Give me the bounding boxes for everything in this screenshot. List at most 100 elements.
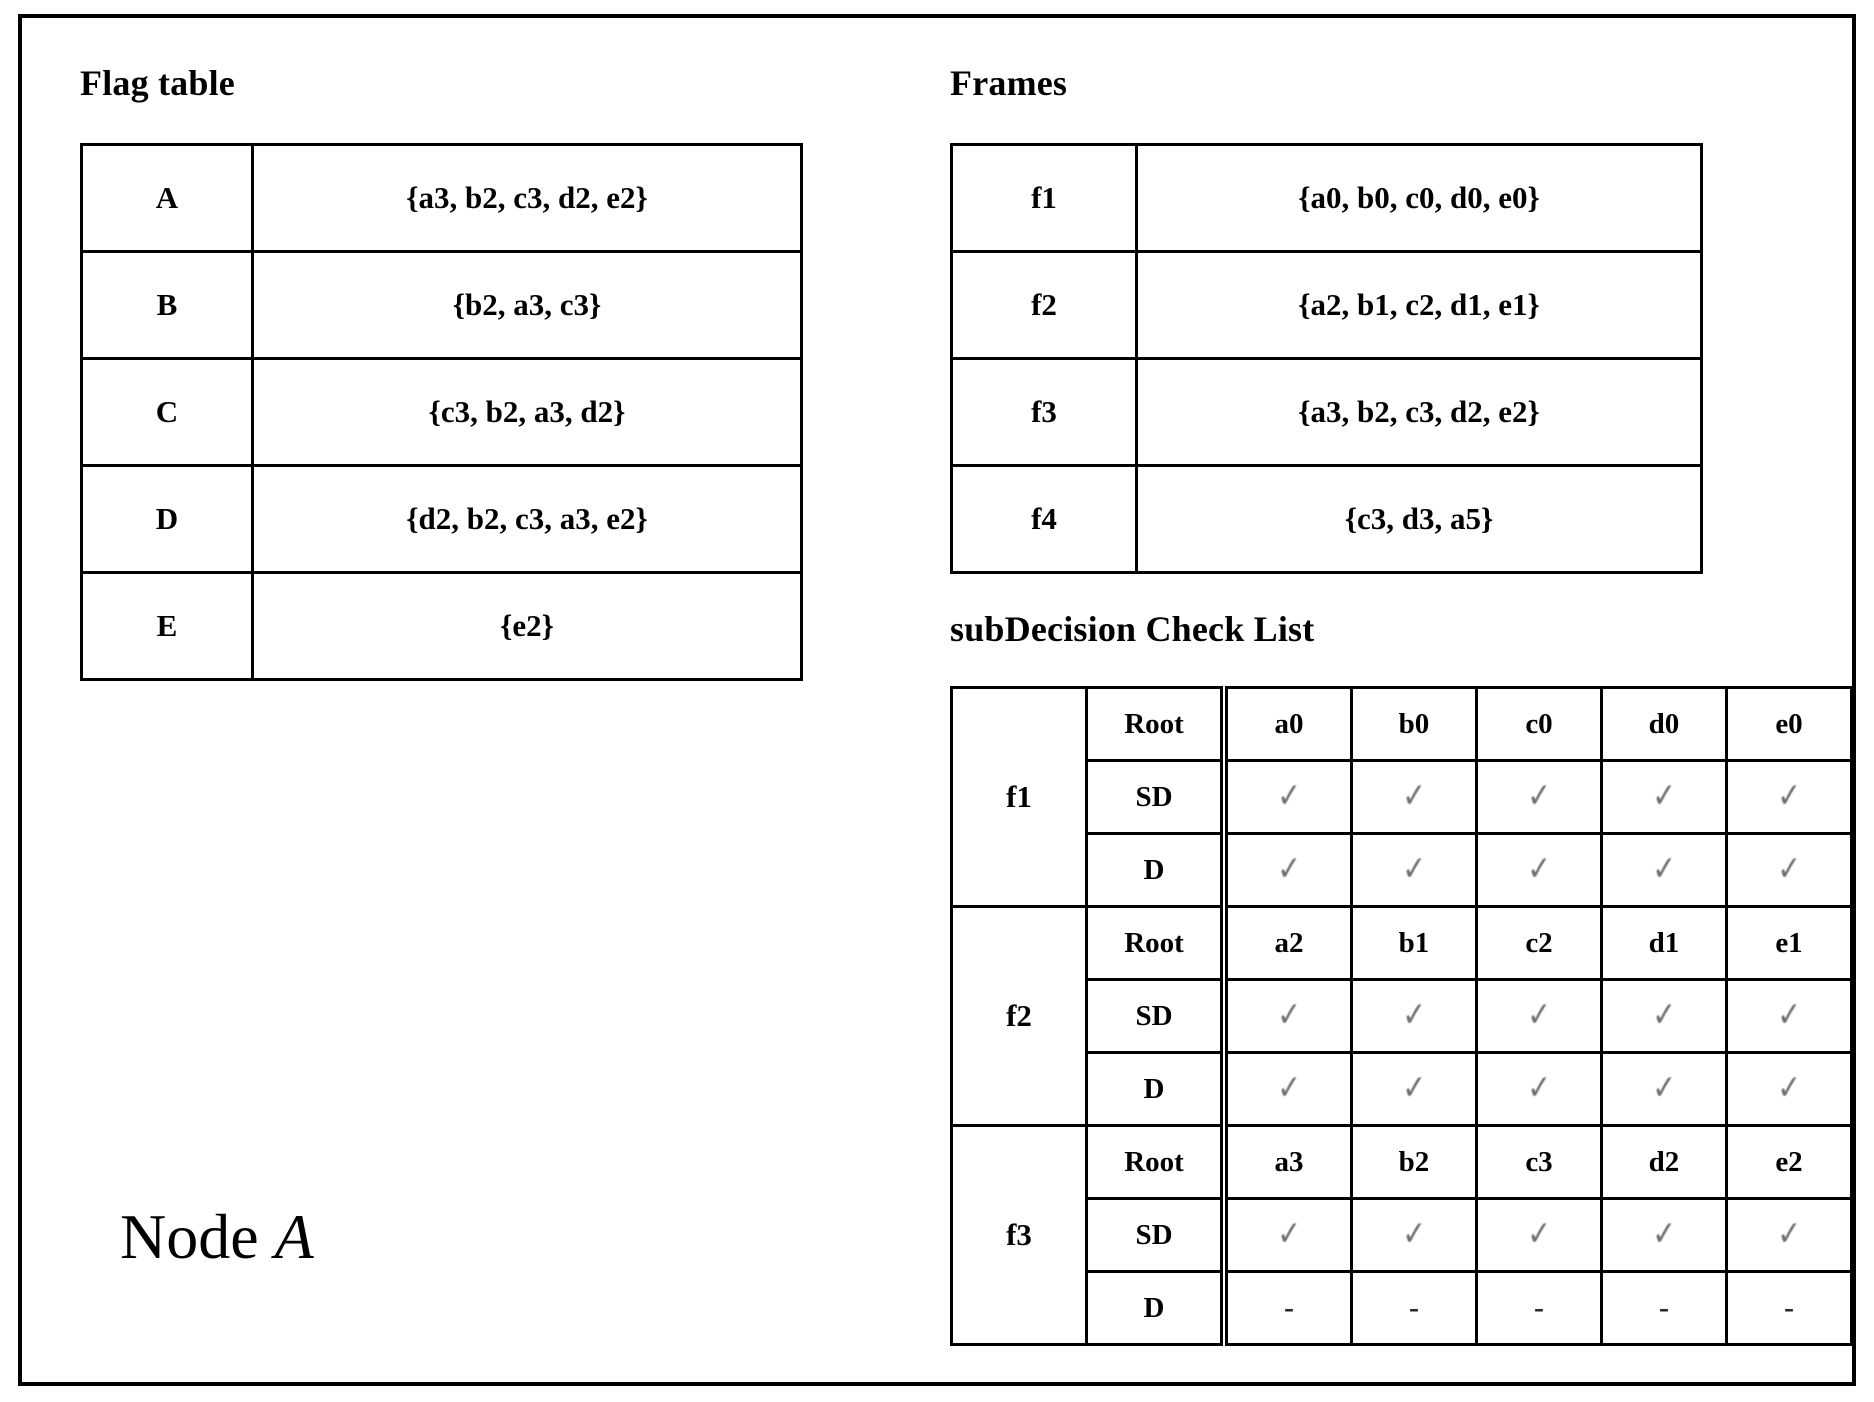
sdcl-frame-label: f2 [950, 905, 1088, 1127]
node-label-letter: A [274, 1201, 314, 1272]
table-row: f4 {c3, d3, a5} [950, 464, 1703, 574]
sdcl-root-value: c0 [1475, 686, 1603, 762]
frames-table-body: f1 {a0, b0, c0, d0, e0} f2 {a2, b1, c2, … [950, 143, 1703, 574]
table-row: f2 {a2, b1, c2, d1, e1} [950, 250, 1703, 360]
check-icon-glyph: ✓ [1651, 994, 1677, 1036]
check-icon: ✓ [1600, 1197, 1728, 1273]
check-icon: ✓ [1600, 978, 1728, 1054]
table-row: f1 {a0, b0, c0, d0, e0} [950, 143, 1703, 253]
check-icon-glyph: ✓ [1401, 848, 1427, 890]
sdcl-row-label: D [1085, 832, 1226, 908]
table-row: f3 {a3, b2, c3, d2, e2} [950, 357, 1703, 467]
flag-table: A {a3, b2, c3, d2, e2} B {b2, a3, c3} C … [80, 143, 803, 681]
sdcl-root-value: e0 [1725, 686, 1853, 762]
check-icon: ✓ [1600, 759, 1728, 835]
check-icon: ✓ [1220, 978, 1353, 1054]
check-icon-glyph: ✓ [1776, 848, 1802, 890]
check-icon: ✓ [1475, 1051, 1603, 1127]
dash-marker: - [1600, 1270, 1728, 1346]
check-icon-glyph: ✓ [1651, 848, 1677, 890]
table-row: SD✓✓✓✓✓ [952, 759, 1853, 835]
table-row: B {b2, a3, c3} [80, 250, 803, 360]
dash-marker-glyph: - [1534, 1290, 1544, 1324]
dash-marker: - [1220, 1270, 1353, 1346]
sdcl-root-value: a2 [1220, 905, 1353, 981]
check-icon: ✓ [1725, 1197, 1853, 1273]
flag-table-key: C [80, 357, 254, 467]
sdcl-row-label: SD [1085, 759, 1226, 835]
flag-table-value: {b2, a3, c3} [251, 250, 803, 360]
sdcl-row-label: D [1085, 1051, 1226, 1127]
node-label-prefix: Node [120, 1201, 259, 1272]
table-row: D✓✓✓✓✓ [952, 1051, 1853, 1127]
check-icon-glyph: ✓ [1526, 1213, 1552, 1255]
flag-table-value: {e2} [251, 571, 803, 681]
check-icon: ✓ [1725, 832, 1853, 908]
check-icon: ✓ [1725, 978, 1853, 1054]
table-row: D {d2, b2, c3, a3, e2} [80, 464, 803, 574]
sdcl-root-value: a3 [1220, 1124, 1353, 1200]
check-icon-glyph: ✓ [1776, 775, 1802, 817]
frames-table-value: {c3, d3, a5} [1135, 464, 1703, 574]
sdcl-root-value: b2 [1350, 1124, 1478, 1200]
sdcl-frame-label: f1 [950, 686, 1088, 908]
check-icon-glyph: ✓ [1401, 1213, 1427, 1255]
frames-table: f1 {a0, b0, c0, d0, e0} f2 {a2, b1, c2, … [950, 143, 1703, 574]
table-row: SD ✓ ✓ ✓ ✓ ✓ [952, 978, 1853, 1054]
frames-table-value: {a0, b0, c0, d0, e0} [1135, 143, 1703, 253]
dash-marker: - [1475, 1270, 1603, 1346]
sdcl-root-value: c2 [1475, 905, 1603, 981]
check-icon-glyph: ✓ [1276, 775, 1302, 817]
check-icon: ✓ [1350, 832, 1478, 908]
check-icon: ✓ [1350, 978, 1478, 1054]
check-icon: ✓ [1600, 832, 1728, 908]
frames-table-key: f4 [950, 464, 1138, 574]
check-icon: ✓ [1475, 1197, 1603, 1273]
sdcl-row-label: Root [1085, 686, 1226, 762]
dash-marker-glyph: - [1659, 1290, 1669, 1324]
flag-table-key: B [80, 250, 254, 360]
check-icon-glyph: ✓ [1401, 1067, 1427, 1109]
table-row: E {e2} [80, 571, 803, 681]
check-icon-glyph: ✓ [1526, 994, 1552, 1036]
subdecision-check-list-title: subDecision Check List [950, 609, 1315, 649]
table-row: SD ✓ ✓ ✓ ✓ ✓ [952, 1197, 1853, 1273]
check-icon: ✓ [1350, 1197, 1478, 1273]
sdcl-row-label: SD [1085, 978, 1226, 1054]
sdcl-row-label: Root [1085, 1124, 1226, 1200]
table-row: D----- [952, 1270, 1853, 1346]
sdcl-row-label: Root [1085, 905, 1226, 981]
flag-table-key: A [80, 143, 254, 253]
sdcl-root-value: c3 [1475, 1124, 1603, 1200]
check-icon: ✓ [1220, 759, 1353, 835]
check-icon-glyph: ✓ [1526, 848, 1552, 890]
check-icon-glyph: ✓ [1276, 1213, 1302, 1255]
frames-table-key: f3 [950, 357, 1138, 467]
sdcl-root-value: a0 [1220, 686, 1353, 762]
table-row: D ✓ ✓ ✓ ✓ ✓ [952, 832, 1853, 908]
flag-table-title: Flag table [80, 63, 235, 103]
check-icon-glyph: ✓ [1401, 775, 1427, 817]
check-icon-glyph: ✓ [1776, 994, 1802, 1036]
sdcl-row-label: SD [1085, 1197, 1226, 1273]
check-icon-glyph: ✓ [1651, 1213, 1677, 1255]
flag-table-value: {d2, b2, c3, a3, e2} [251, 464, 803, 574]
sdcl-frame-label: f3 [950, 1124, 1088, 1346]
flag-table-body: A {a3, b2, c3, d2, e2} B {b2, a3, c3} C … [80, 143, 803, 681]
dash-marker-glyph: - [1409, 1290, 1419, 1324]
sdcl-root-value: d1 [1600, 905, 1728, 981]
check-icon: ✓ [1725, 759, 1853, 835]
check-icon-glyph: ✓ [1651, 1067, 1677, 1109]
check-icon-glyph: ✓ [1401, 994, 1427, 1036]
sdcl-root-value: e1 [1725, 905, 1853, 981]
check-icon-glyph: ✓ [1276, 994, 1302, 1036]
check-icon-glyph: ✓ [1276, 848, 1302, 890]
check-icon-glyph: ✓ [1526, 1067, 1552, 1109]
flag-table-value: {a3, b2, c3, d2, e2} [251, 143, 803, 253]
